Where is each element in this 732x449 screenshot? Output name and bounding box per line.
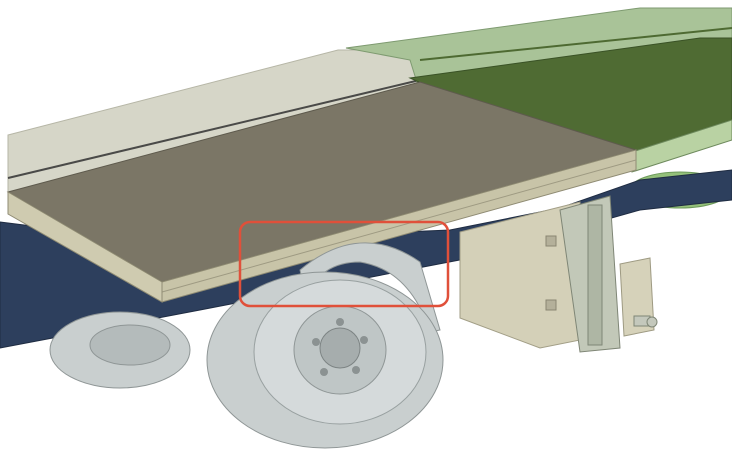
- bracket-bolt-upper: [545, 235, 557, 247]
- highlight-box: [238, 220, 450, 308]
- second-wheel: [49, 311, 191, 389]
- green-panel-rail: [419, 27, 732, 61]
- bracket-inner-rail: [587, 204, 603, 346]
- deck-front-edge: [7, 191, 163, 303]
- fender: [299, 242, 441, 333]
- upper-panel-rail: [7, 79, 421, 179]
- bracket-bolt-lower: [545, 299, 557, 311]
- tow-hook: [633, 315, 658, 328]
- rear-wheel: [206, 271, 444, 449]
